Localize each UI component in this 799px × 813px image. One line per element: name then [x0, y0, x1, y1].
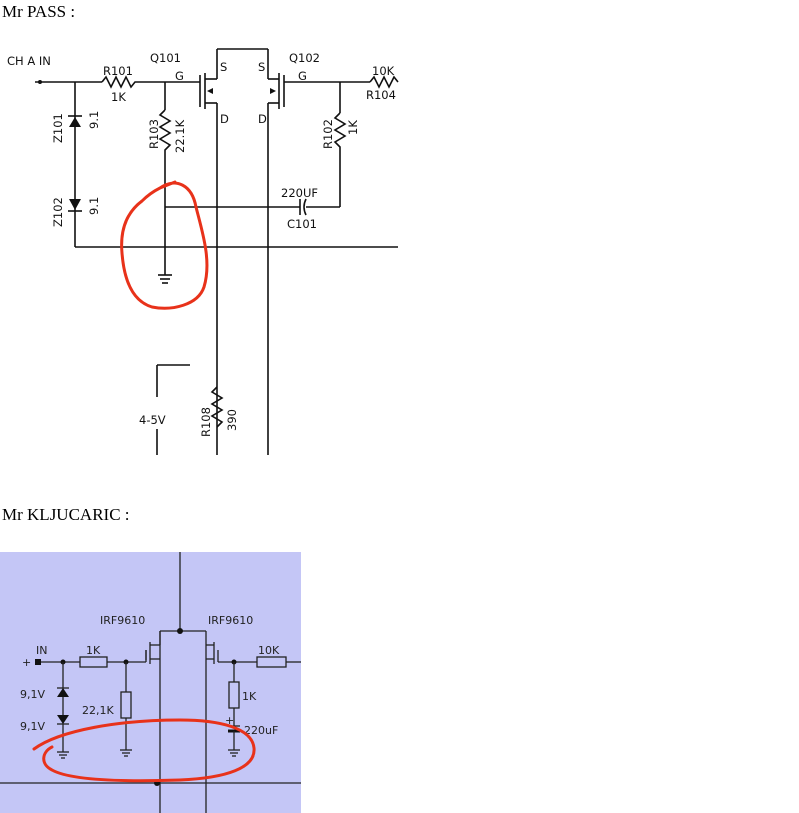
q102-source-pin: S — [258, 60, 265, 74]
mosfet-right-label: IRF9610 — [208, 614, 253, 627]
ground-symbol — [158, 274, 172, 284]
q102-mosfet — [267, 49, 370, 455]
kljucaric-schematic: IN + 1K IRF9610 IRF9610 10K 9,1V 9,1V 22… — [0, 552, 301, 813]
zener-top — [57, 688, 69, 697]
r102-resistor — [333, 112, 347, 207]
capacitor-plus: + — [225, 714, 234, 727]
r103-value: 22.1K — [173, 119, 187, 153]
input-wire — [35, 80, 102, 247]
heading-mr-pass: Mr PASS : — [2, 2, 76, 21]
bias-bracket — [156, 364, 190, 455]
schematic-background — [0, 552, 301, 813]
q101-drain-pin: D — [220, 112, 229, 126]
c101-label: C101 — [287, 217, 317, 231]
z102-label: Z102 — [51, 197, 65, 227]
ground-right — [228, 749, 240, 757]
zener-bottom-label: 9,1V — [20, 720, 45, 733]
r108-value: 390 — [225, 409, 239, 431]
ground-left — [57, 751, 69, 759]
z102-value: 9.1 — [87, 197, 101, 215]
mosfet-left — [145, 631, 161, 664]
ground-middle — [120, 749, 132, 757]
z101-zener — [68, 115, 82, 127]
z101-label: Z101 — [51, 113, 65, 143]
zener-bottom — [57, 715, 69, 724]
q102-gate-pin: G — [298, 69, 307, 83]
mosfet-left-label: IRF9610 — [100, 614, 145, 627]
r104-label: R104 — [366, 88, 396, 102]
input-resistor-label: 1K — [86, 644, 101, 657]
shunt-resistor-label: 1K — [242, 690, 257, 703]
c101-value: 220UF — [281, 186, 318, 200]
ch-a-in-label: CH A IN — [7, 54, 51, 68]
q101-source-pin: S — [220, 60, 227, 74]
q102-drain-pin: D — [258, 112, 267, 126]
in-plus: + — [22, 656, 31, 669]
mosfet-right — [206, 642, 257, 664]
r108-label: R108 — [199, 407, 213, 437]
q101-gate-pin: G — [175, 69, 184, 83]
q101-label: Q101 — [150, 51, 181, 65]
heading-mr-kljucaric: Mr KLJUCARIC : — [2, 505, 130, 524]
r103-label: R103 — [147, 119, 161, 149]
r108-resistor — [210, 386, 224, 428]
output-resistor-label: 10K — [258, 644, 280, 657]
q102-label: Q102 — [289, 51, 320, 65]
q101-mosfet — [199, 49, 218, 455]
highlight-loop — [120, 180, 209, 310]
z101-value: 9.1 — [87, 111, 101, 129]
r102-label: R102 — [321, 119, 335, 149]
bias-voltage-label: 4-5V — [139, 413, 166, 427]
highlight-loop — [32, 718, 256, 783]
capacitor-label: 220uF — [244, 724, 278, 737]
gate-resistor-label: 22,1K — [82, 704, 114, 717]
r104-value: 10K — [372, 64, 395, 78]
r102-value: 1K — [346, 120, 360, 135]
c101-capacitor — [299, 198, 340, 216]
r104-resistor — [369, 75, 399, 89]
r101-label: R101 — [103, 64, 133, 78]
zener-top-label: 9,1V — [20, 688, 45, 701]
z102-zener — [68, 199, 82, 212]
r101-resistor — [101, 75, 165, 89]
r101-value: 1K — [111, 90, 126, 104]
pass-schematic: CH A IN R101 1K Q101 Q102 10K R104 G S D… — [7, 48, 399, 455]
r103-resistor — [158, 109, 172, 275]
in-label: IN — [36, 644, 47, 657]
